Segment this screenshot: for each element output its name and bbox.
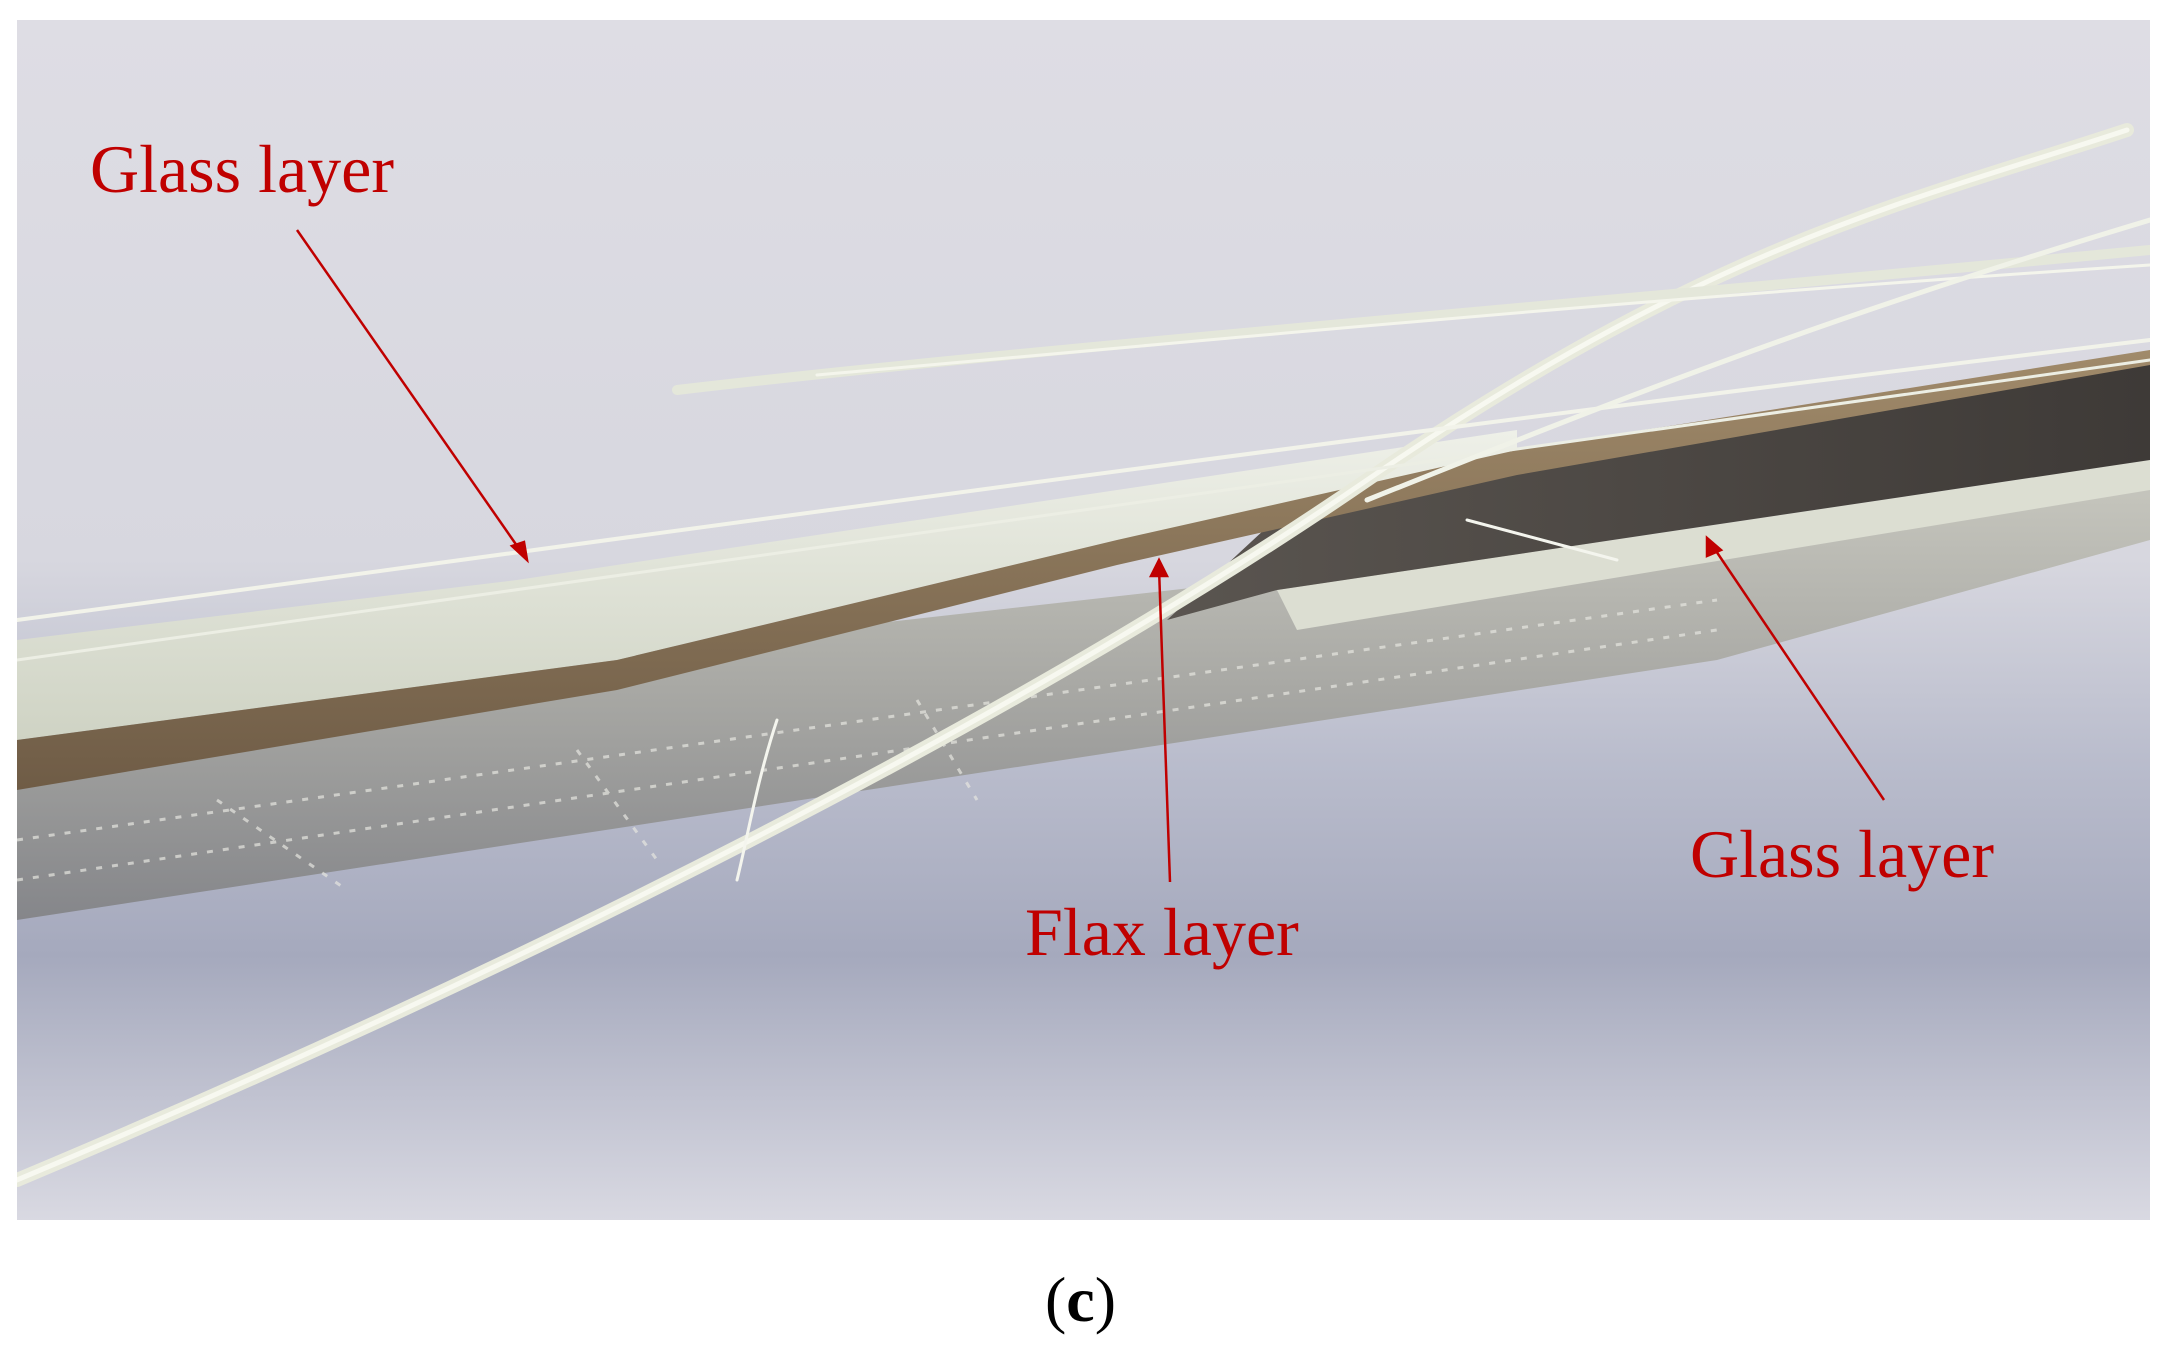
arrow-flax <box>1157 567 1172 883</box>
label-flax-layer: Flax layer <box>1025 894 1299 970</box>
caption-letter: c <box>1066 1264 1095 1335</box>
stitch-lines <box>17 598 1718 892</box>
arrowhead-glass-top <box>509 540 529 564</box>
caption-open: ( <box>1044 1264 1067 1335</box>
arrow-glass-right <box>1710 544 1886 801</box>
delamination-gap <box>1167 355 2150 620</box>
flax-layer <box>17 350 2150 790</box>
annotation-arrows <box>295 229 1886 883</box>
arrow-glass-top <box>295 229 524 554</box>
arrowhead-flax <box>1148 557 1170 578</box>
laminate-photo <box>17 20 2150 1220</box>
figure-caption: (c) <box>0 1268 2161 1332</box>
glass-layer-top <box>17 430 1517 740</box>
loose-fibres <box>17 123 2150 1187</box>
caption-close: ) <box>1094 1264 1117 1335</box>
arrowhead-glass-right <box>1705 535 1724 558</box>
label-glass-layer-right: Glass layer <box>1690 816 1995 892</box>
label-glass-layer-top: Glass layer <box>90 131 395 207</box>
